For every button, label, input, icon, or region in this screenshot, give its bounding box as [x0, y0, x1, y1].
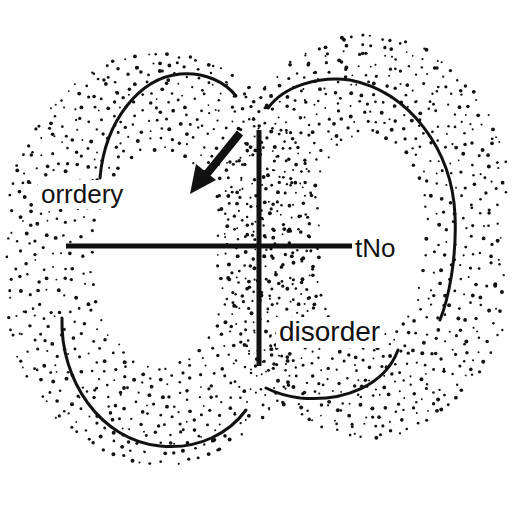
text-label: orrdery: [38, 180, 126, 209]
vertical-axis: [257, 130, 262, 366]
pointer-arrow: [190, 133, 240, 194]
stipple-dots: [6, 33, 508, 465]
text-label: tNo: [352, 234, 398, 263]
text-label: disorder: [276, 317, 383, 348]
right-lower-arc: [266, 350, 398, 399]
left-lower-arc: [62, 318, 246, 447]
right-upper-arc: [268, 79, 455, 320]
horizontal-axis: [66, 244, 356, 249]
